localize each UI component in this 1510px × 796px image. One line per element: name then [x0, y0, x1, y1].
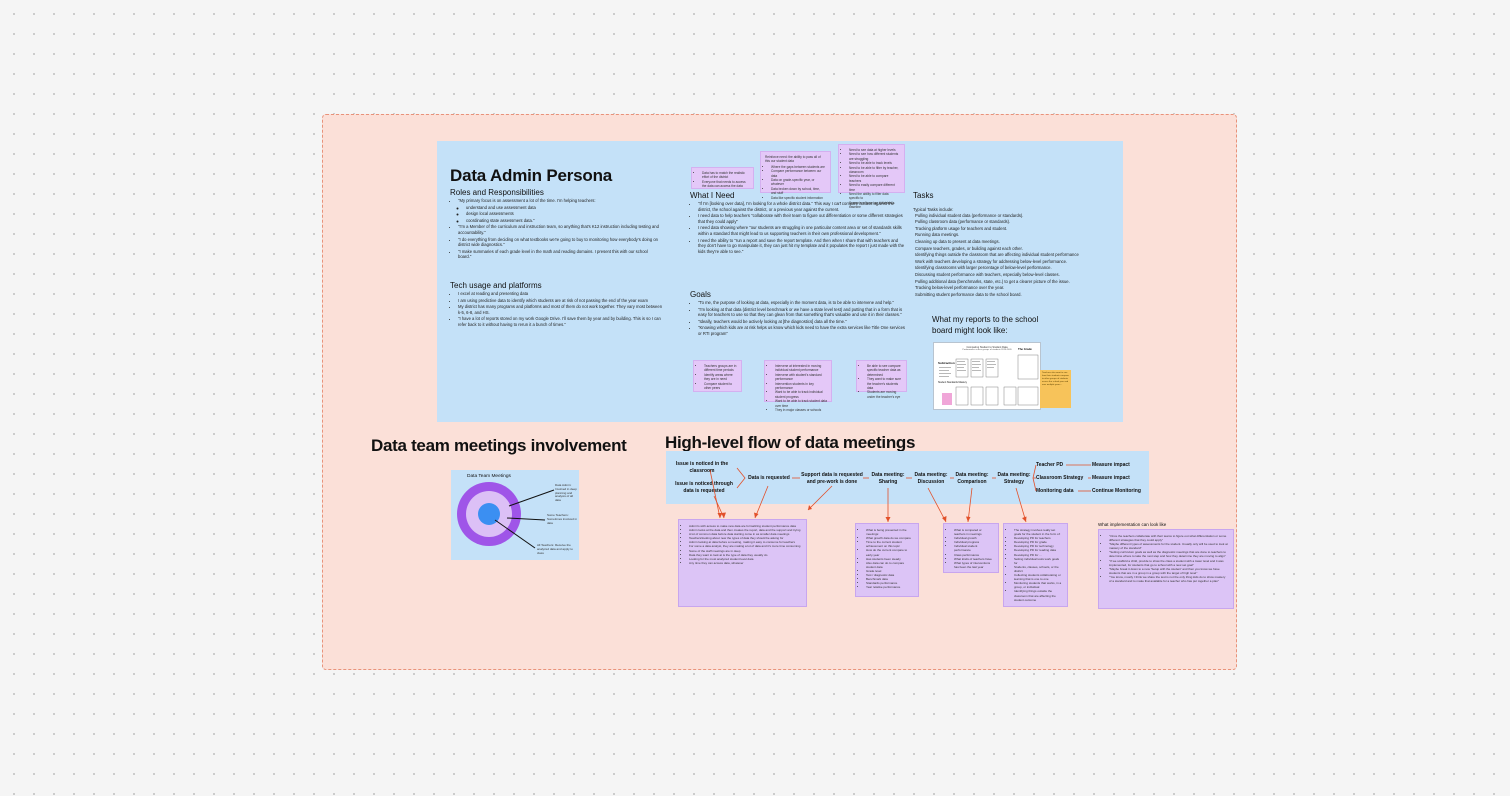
implementation-item: "Once the teachers collaborate with thei… [1109, 534, 1228, 542]
flow-detail-item: The strategy involves really set goals f… [1014, 528, 1062, 536]
implementation-item: "Setting curriculum goals as well as the… [1109, 550, 1228, 558]
flow-detail-box[interactable]: What is being presented in the meetings:… [855, 523, 919, 597]
flow-detail-item: Monitoring students that works, in a gro… [1014, 581, 1062, 589]
flow-detail-item: Also data can do to compare student data [866, 561, 913, 569]
flow-detail-item: What is compared or teachers in meetings [954, 528, 993, 536]
implementation-title: What implementation can look like [1098, 522, 1166, 527]
flow-detail-box[interactable]: Admin's with access to make new data are… [678, 519, 807, 607]
flow-detail-item: What types of interventions has been the… [954, 561, 993, 569]
flow-detail-item: Identifying things outside the classroom… [1014, 589, 1062, 601]
implementation-item: "Maybe different types of assessments fo… [1109, 542, 1228, 550]
implementation-item: "You know, mostly I think we share the t… [1109, 575, 1228, 583]
flow-detail-item: Year relative performance [866, 585, 913, 589]
flow-detail-item: How do the current compare to early-year [866, 548, 913, 556]
flow-detail-item: Any time they can access data, whatever [689, 561, 801, 565]
flow-detail-item: Individual student performance [954, 544, 993, 552]
flow-detail-item: Developing PD for reading data [1014, 548, 1062, 552]
implementation-item: "Maybe break it down to a new 'Setup wit… [1109, 567, 1228, 575]
flow-detail-item: Time to the current student achievement … [866, 540, 913, 548]
flow-detail-item: For some a data analyst, they are making… [689, 544, 801, 548]
flow-detail-item: Students, classes, schools, or the distr… [1014, 565, 1062, 573]
flow-detail-item: What is being presented in the meetings: [866, 528, 913, 536]
flow-detail-item: Setting individual tools work goals for [1014, 557, 1062, 565]
implementation-box[interactable]: "Once the teachers collaborate with thei… [1098, 529, 1234, 609]
flow-detail-item: Collecting students collaborating or lea… [1014, 573, 1062, 581]
flow-detail-box[interactable]: The strategy involves really set goals f… [1003, 523, 1068, 607]
flow-detail-box[interactable]: What is compared or teachers in meetings… [943, 523, 999, 573]
implementation-item: "If we scaffold a child, provide to show… [1109, 559, 1228, 567]
